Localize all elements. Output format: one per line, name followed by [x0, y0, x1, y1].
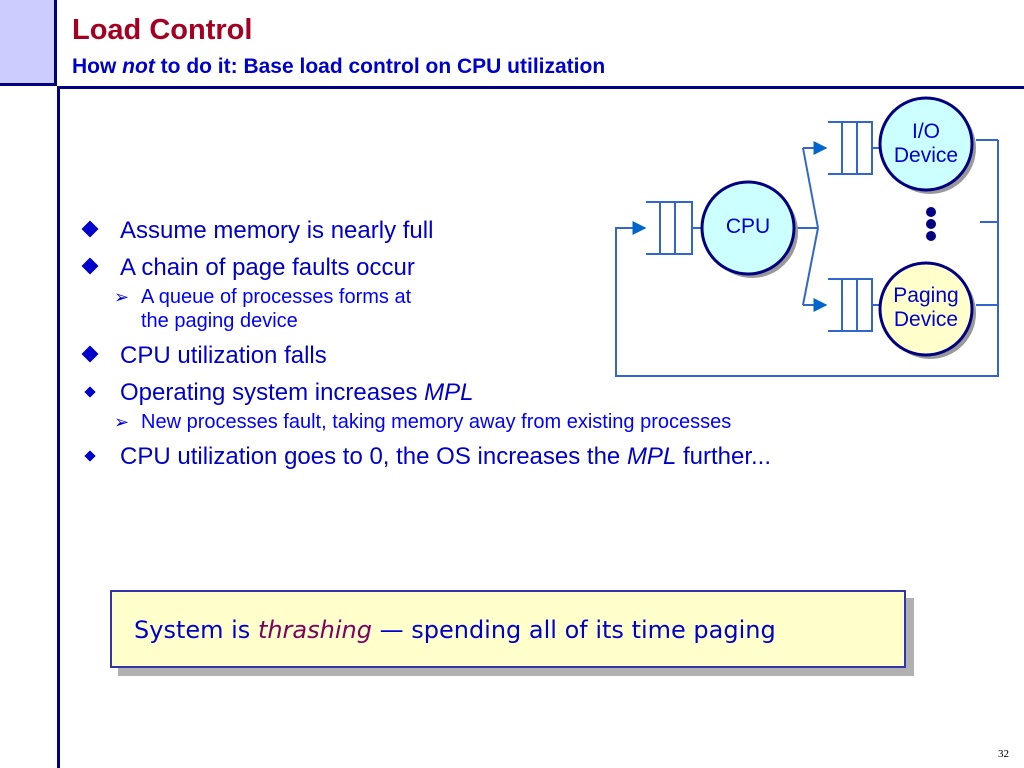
io-queue [828, 121, 880, 175]
ellipsis-dot [926, 219, 936, 229]
diamond-bullet-icon [81, 345, 99, 363]
diamond-bullet-icon [81, 220, 99, 238]
diamond-bullet-icon [81, 257, 99, 275]
io-device-node [878, 96, 974, 192]
queueing-diagram: CPU I/O Device Paging Device [615, 96, 999, 377]
callout-text: System is thrashing — spending all of it… [134, 616, 776, 644]
paging-label-line2: Device [894, 308, 958, 331]
io-label-line1: I/O [912, 120, 940, 143]
page-number: 32 [998, 748, 1009, 760]
bullet-item: CPU utilization falls [80, 341, 940, 371]
ellipsis-dot [926, 231, 936, 241]
paging-label-line1: Paging [893, 284, 958, 307]
slide-subtitle: How not to do it: Base load control on C… [72, 55, 606, 78]
subtitle-emphasis: not [122, 55, 155, 78]
bullet-item: A chain of page faults occur [80, 253, 940, 283]
branch-up-line [802, 147, 819, 229]
arrow-bullet-icon: ➢ [114, 412, 130, 432]
feedback-loop-line [615, 140, 999, 377]
cpu-node [700, 180, 796, 276]
bullet-item: Operating system increases MPL [80, 378, 940, 408]
callout-keyword: thrashing [257, 616, 372, 644]
bullet-item: Assume memory is nearly full [80, 216, 940, 246]
diamond-bullet-icon [84, 450, 96, 462]
header-rule [57, 86, 1024, 89]
thrashing-callout: System is thrashing — spending all of it… [110, 590, 906, 668]
left-rule [57, 86, 60, 768]
bullet-item: CPU utilization goes to 0, the OS increa… [80, 442, 940, 472]
sub-bullet-item: ➢ New processes fault, taking memory awa… [114, 411, 732, 433]
sub-bullet-item: ➢ A queue of processes forms at the pagi… [114, 286, 412, 332]
cpu-queue [646, 201, 702, 255]
paging-queue [828, 278, 880, 332]
paging-device-node [878, 261, 974, 357]
cpu-label: CPU [726, 215, 770, 238]
ellipsis-dot [926, 207, 936, 217]
diamond-bullet-icon [84, 386, 96, 398]
corner-decoration [0, 0, 57, 86]
branch-down-line [802, 227, 819, 306]
arrow-bullet-icon: ➢ [114, 287, 130, 307]
io-label-line2: Device [894, 144, 958, 167]
bullet-list: Assume memory is nearly full A chain of … [80, 216, 940, 479]
slide-title: Load Control [72, 14, 253, 46]
